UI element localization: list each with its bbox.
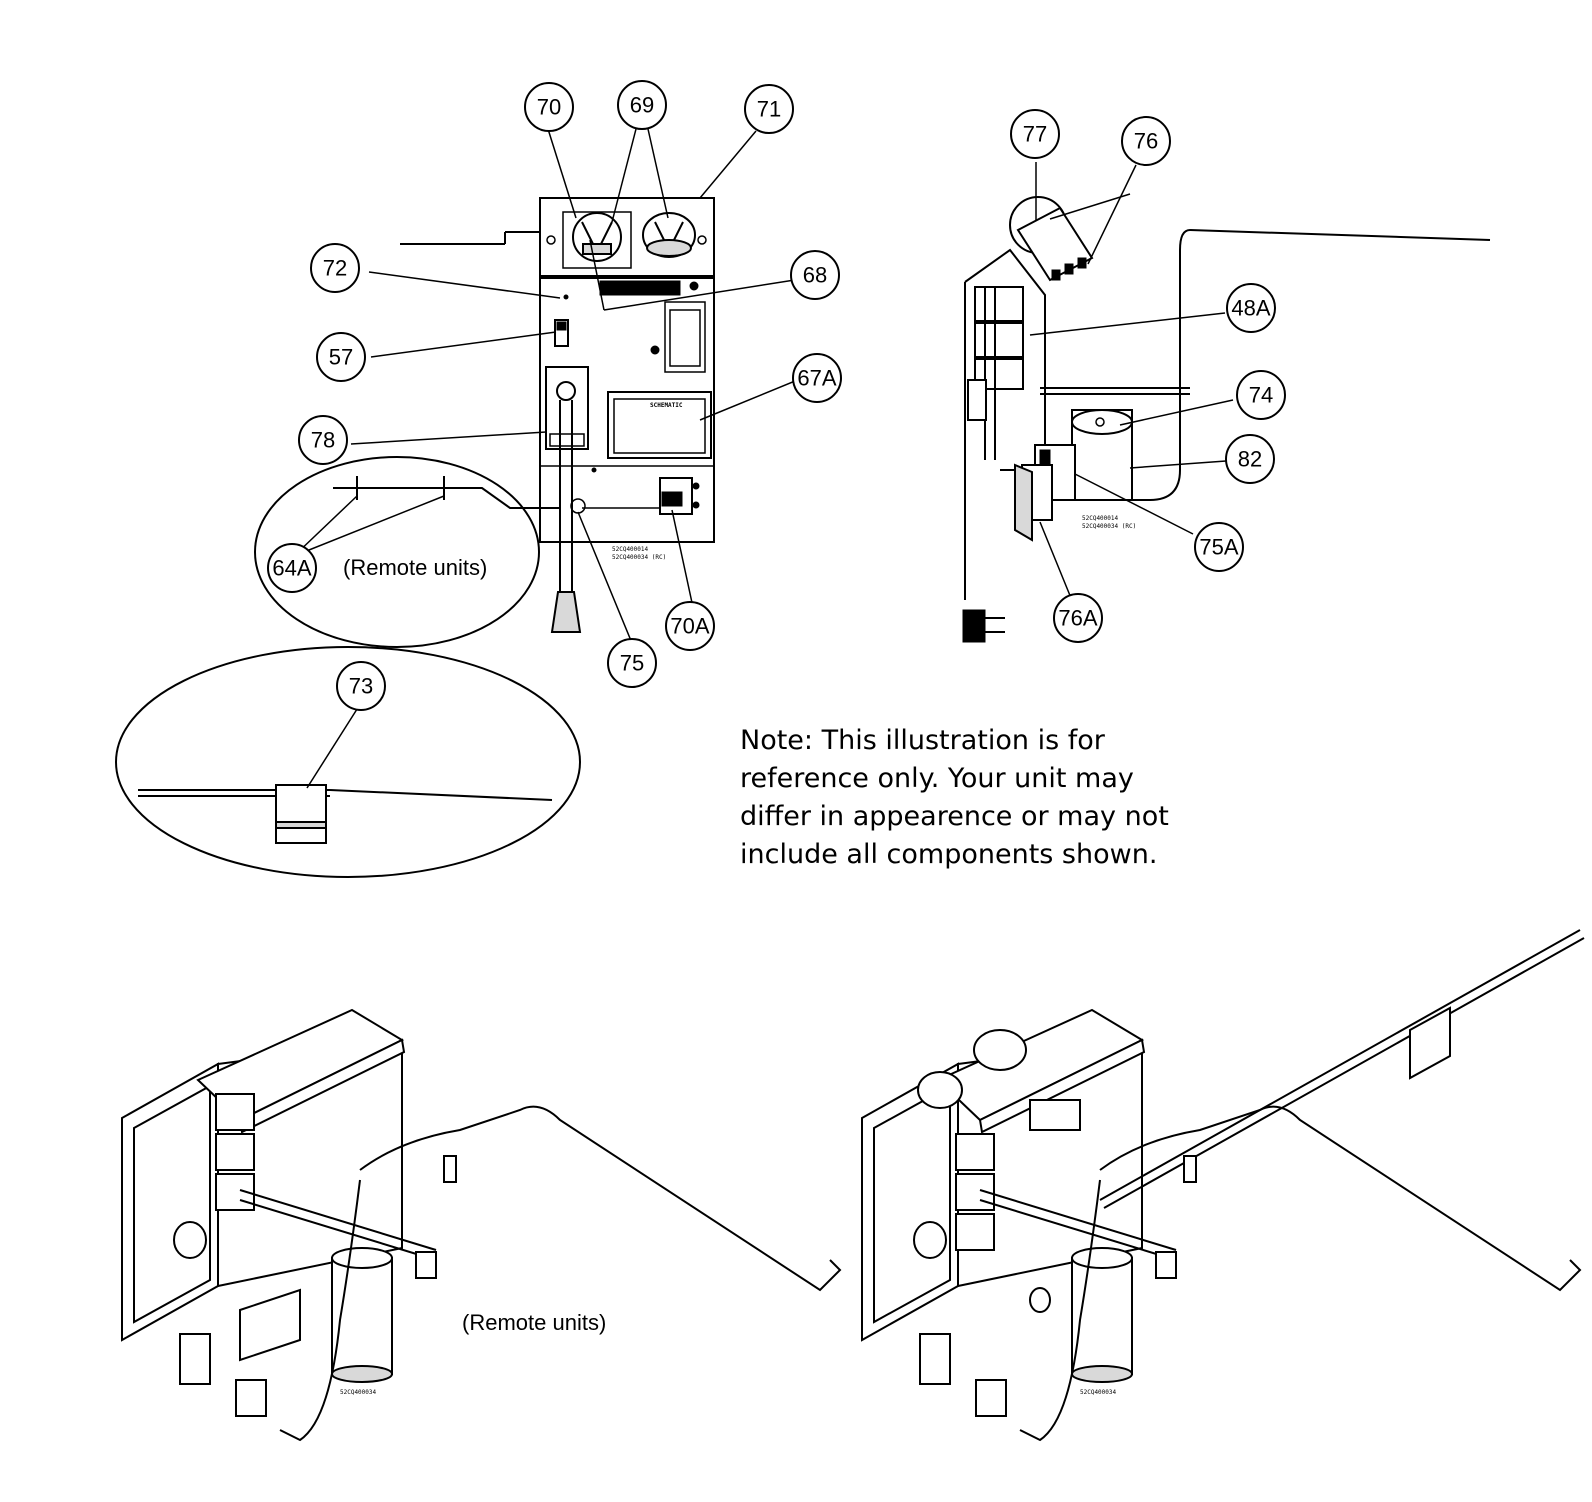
side-knob: [1009, 196, 1094, 282]
svg-text:82: 82: [1238, 447, 1262, 472]
svg-text:74: 74: [1249, 383, 1273, 408]
reference-note: Note: This illustration is for reference…: [740, 725, 1169, 870]
part-number-a: 52CQ400014: [612, 546, 649, 553]
svg-text:67A: 67A: [797, 366, 836, 391]
svg-text:73: 73: [349, 674, 373, 699]
callout-78: 78: [298, 415, 348, 465]
svg-text:68: 68: [803, 263, 827, 288]
callout-70: 70: [524, 82, 574, 132]
callout-77: 77: [1010, 109, 1060, 159]
callout-75a: 75A: [1194, 522, 1244, 572]
callout-75: 75: [607, 638, 657, 688]
knob-right: [642, 212, 696, 258]
sensor-bulb-detail: [115, 646, 581, 878]
svg-text:48A: 48A: [1231, 296, 1270, 321]
callout-71: 71: [744, 84, 794, 134]
part-number-b: 52CQ400034 (RC): [612, 554, 666, 561]
svg-text:70A: 70A: [670, 614, 709, 639]
svg-text:64A: 64A: [272, 556, 311, 581]
remote-units-caption-bottom: (Remote units): [462, 1310, 606, 1335]
control-panel-front-view: SCHEMATIC 52CQ400014 52CQ400034 (RC): [400, 197, 715, 633]
callout-74: 74: [1236, 370, 1286, 420]
remote-units-detail-top: (Remote units): [254, 456, 560, 648]
svg-text:70: 70: [537, 95, 561, 120]
knob-left: [572, 212, 622, 262]
callout-82: 82: [1225, 434, 1275, 484]
schematic-plate: SCHEMATIC: [607, 391, 712, 459]
side-part-number-a: 52CQ400014: [1082, 515, 1119, 522]
leaders-top-left: [293, 128, 802, 789]
callout-68: 68: [790, 250, 840, 300]
cap-label-right: 52CQ400034: [1080, 1389, 1117, 1396]
callout-70a: 70A: [665, 601, 715, 651]
rocker-switch: [554, 319, 569, 347]
callout-73: 73: [336, 661, 386, 711]
callout-67a: 67A: [792, 353, 842, 403]
cap-label-left: 52CQ400034: [340, 1389, 377, 1396]
callout-76: 76: [1121, 116, 1171, 166]
callout-76a: 76A: [1053, 593, 1103, 643]
isometric-standard-view: 52CQ400034: [861, 929, 1585, 1442]
svg-text:77: 77: [1023, 122, 1047, 147]
svg-text:76A: 76A: [1058, 606, 1097, 631]
svg-text:75: 75: [620, 651, 644, 676]
callout-72: 72: [310, 243, 360, 293]
svg-text:71: 71: [757, 97, 781, 122]
svg-text:72: 72: [323, 256, 347, 281]
callout-64a: 64A: [267, 543, 317, 593]
svg-text:76: 76: [1134, 129, 1158, 154]
isometric-remote-view: 52CQ400034 (Remote units): [121, 1008, 842, 1442]
schematic-label: SCHEMATIC: [650, 402, 683, 409]
side-part-number-b: 52CQ400034 (RC): [1082, 523, 1136, 530]
control-box-side-view: 52CQ400014 52CQ400034 (RC): [962, 193, 1491, 643]
callout-48a: 48A: [1226, 283, 1276, 333]
svg-text:78: 78: [311, 428, 335, 453]
svg-text:57: 57: [329, 345, 353, 370]
callout-57: 57: [316, 332, 366, 382]
svg-text:69: 69: [630, 93, 654, 118]
remote-units-caption-top: (Remote units): [343, 555, 487, 580]
svg-text:75A: 75A: [1199, 535, 1238, 560]
callout-69: 69: [617, 80, 667, 130]
leaders-top-right: [1029, 162, 1234, 599]
